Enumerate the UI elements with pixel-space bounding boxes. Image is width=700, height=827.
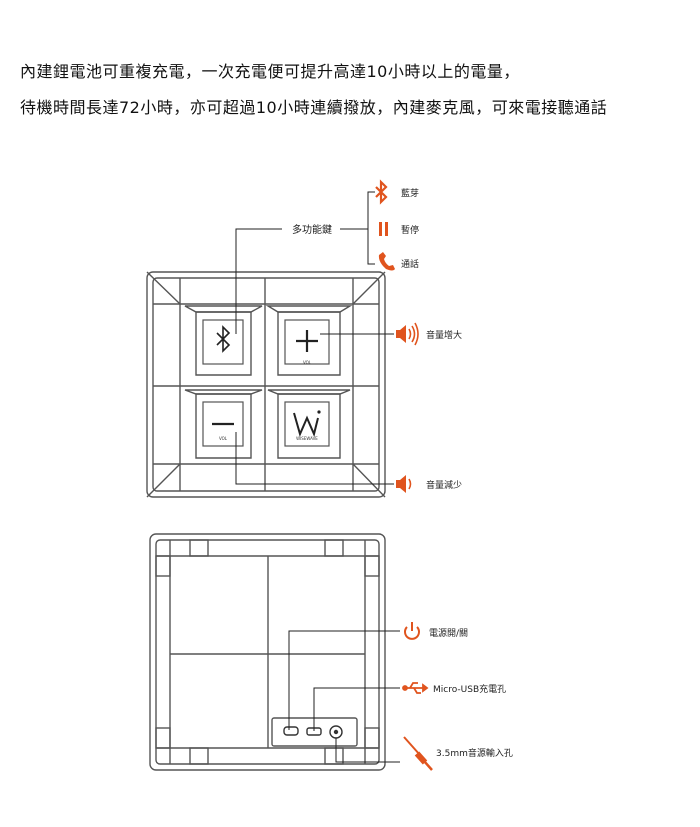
volume-up-button[interactable] [265, 305, 353, 376]
back-outer-frame [149, 533, 386, 771]
power-icon [404, 622, 420, 640]
multifunction-label: 多功能鍵 [292, 223, 332, 236]
bluetooth-icon [216, 325, 231, 353]
volume-down-callout-line [235, 432, 394, 485]
front-outer-frame [146, 271, 386, 498]
front-view [146, 271, 386, 498]
brand-text: WISEWAVE [296, 436, 318, 441]
bluetooth-label: 藍芽 [401, 187, 419, 199]
audio-cable-icon [403, 736, 433, 771]
usb-label: Micro-USB充電孔 [433, 683, 506, 695]
bluetooth-accent-icon [375, 179, 388, 205]
speaker-loud-icon [396, 322, 419, 346]
power-callout-line [288, 630, 400, 730]
call-label: 通話 [401, 258, 419, 270]
volume-down-button[interactable] [184, 389, 263, 459]
audio-label: 3.5mm音源輸入孔 [436, 747, 513, 759]
volume-down-label: 音量減少 [426, 479, 462, 491]
pause-label: 暫停 [401, 224, 419, 236]
speaker-quiet-icon [396, 475, 412, 493]
vol-down-text: VOL [219, 436, 228, 441]
bluetooth-button[interactable] [184, 305, 263, 376]
intro-line-2: 待機時間長達72小時，亦可超過10小時連續撥放，內建麥克風，可來電接聽通話 [20, 98, 608, 117]
multifunction-callout-line [235, 228, 282, 334]
pause-icon [379, 222, 388, 236]
power-switch[interactable] [283, 726, 299, 736]
audio-jack-hole [333, 729, 339, 735]
front-inner-frame [152, 277, 380, 492]
audio-callout-line [335, 738, 400, 763]
vol-up-text: VOL [303, 360, 312, 365]
front-callouts [235, 191, 394, 485]
usb-icon [402, 682, 429, 694]
wisewave-logo-icon [293, 412, 319, 438]
back-view [149, 533, 386, 771]
back-callouts [288, 630, 400, 763]
power-label: 電源開/關 [429, 628, 468, 639]
usb-callout-line [313, 687, 400, 731]
volume-up-label: 音量增大 [426, 329, 462, 341]
phone-icon [378, 252, 395, 271]
brand-button[interactable] [267, 389, 351, 459]
intro-line-1: 內建鋰電池可重複充電，一次充電便可提升高達10小時以上的電量， [20, 62, 520, 81]
